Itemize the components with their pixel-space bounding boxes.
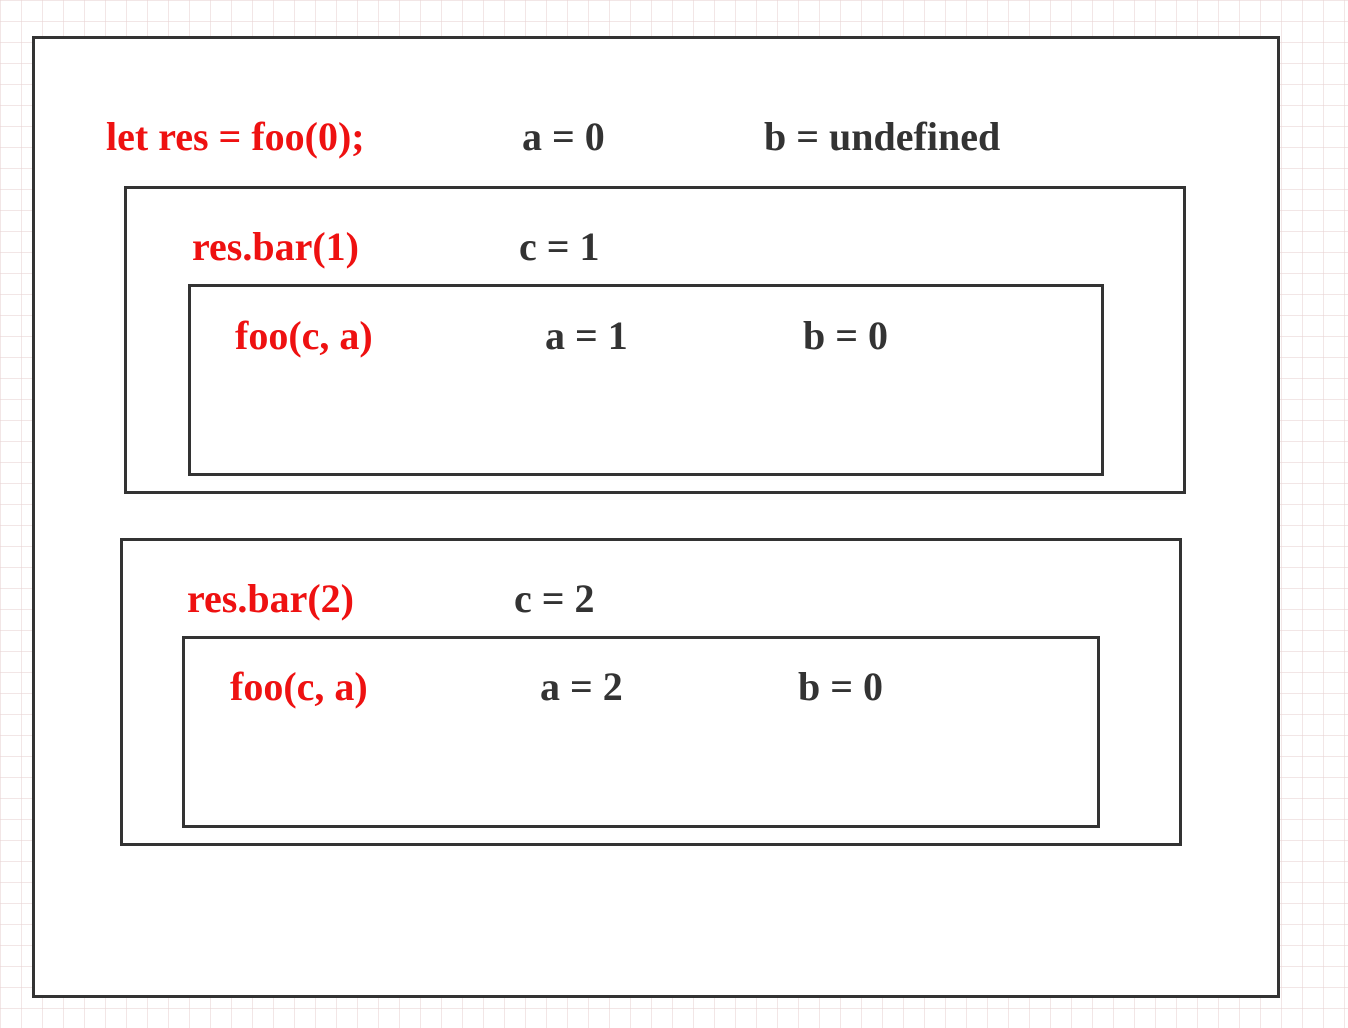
outer-scope-box (32, 36, 1280, 998)
foo-call-2-box (182, 636, 1100, 828)
global-var-b: b = undefined (764, 114, 1001, 159)
global-call-label: let res = foo(0); (106, 114, 365, 159)
foo-call-1-label: foo(c, a) (235, 313, 373, 358)
foo-call-1-var-a: a = 1 (545, 313, 628, 358)
global-var-a: a = 0 (522, 114, 605, 159)
foo-call-1-box (188, 284, 1104, 476)
foo-call-2-var-a: a = 2 (540, 664, 623, 709)
bar-call-1-label: res.bar(1) (192, 224, 359, 269)
bar-call-2-var-c: c = 2 (514, 576, 595, 621)
foo-call-2-var-b: b = 0 (798, 664, 884, 709)
foo-call-2-label: foo(c, a) (230, 664, 368, 709)
foo-call-1-var-b: b = 0 (803, 313, 889, 358)
bar-call-2-label: res.bar(2) (187, 576, 354, 621)
bar-call-1-var-c: c = 1 (519, 224, 600, 269)
